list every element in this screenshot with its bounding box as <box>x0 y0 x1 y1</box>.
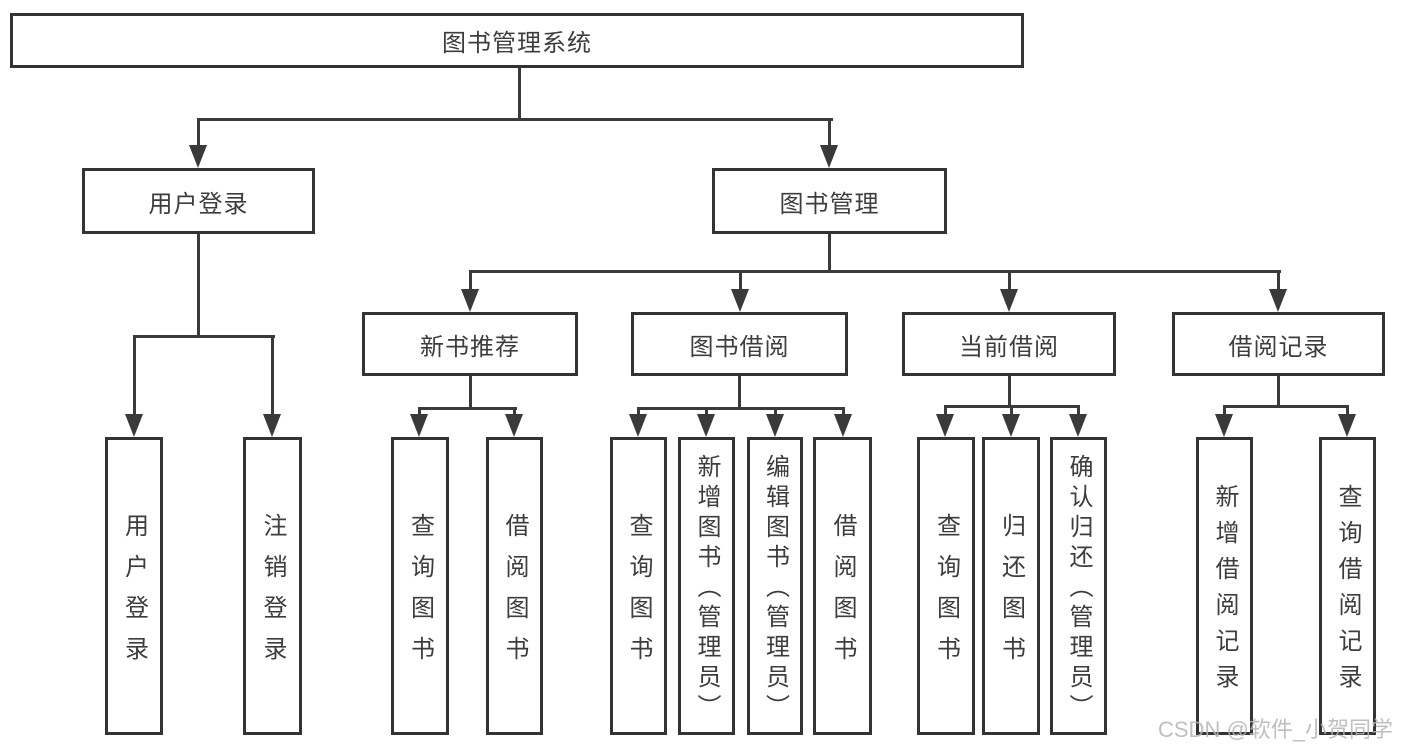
node-new-book-recommend: 新书推荐 <box>362 312 578 376</box>
node-label: 新书推荐 <box>420 333 520 361</box>
leaf-label: 查询图书 <box>625 512 652 677</box>
connector-line <box>944 405 947 419</box>
arrowhead-icon <box>263 414 281 437</box>
node-label: 当前借阅 <box>959 333 1059 361</box>
leaf-confirm-return-admin: 确认归还（管理员） <box>1050 437 1107 735</box>
leaf-edit-book-admin: 编辑图书（管理员） <box>747 437 803 735</box>
arrowhead-icon <box>1269 289 1287 312</box>
connector-line <box>1223 405 1349 408</box>
arrowhead-icon <box>766 414 784 437</box>
connector-line <box>469 270 472 291</box>
connector-line <box>705 407 708 419</box>
connector-line <box>739 270 742 291</box>
arrowhead-icon <box>1069 414 1087 437</box>
connector-line <box>1277 376 1280 408</box>
connector-line <box>469 270 1281 273</box>
connector-line <box>513 407 516 419</box>
leaf-label: 用户登录 <box>120 512 148 677</box>
leaf-label: 查询图书 <box>406 512 434 677</box>
connector-line <box>133 335 136 416</box>
leaf-label: 归还图书 <box>997 512 1025 677</box>
leaf-return-books: 归还图书 <box>982 437 1040 735</box>
leaf-query-books-current: 查询图书 <box>917 437 975 735</box>
arrowhead-icon <box>731 289 749 312</box>
leaf-label: 查询借阅记录 <box>1334 484 1361 700</box>
node-label: 图书借阅 <box>689 333 790 361</box>
node-label: 借阅记录 <box>1228 333 1329 361</box>
node-current-borrow: 当前借阅 <box>902 312 1116 376</box>
leaf-borrow-books: 借阅图书 <box>813 437 872 735</box>
arrowhead-icon <box>936 414 954 437</box>
arrowhead-icon <box>410 414 428 437</box>
arrowhead-icon <box>505 414 523 437</box>
node-label: 图书管理 <box>779 190 880 218</box>
arrowhead-icon <box>820 145 838 168</box>
node-book-borrow: 图书借阅 <box>631 312 848 376</box>
connector-line <box>842 407 845 419</box>
connector-line <box>518 68 521 118</box>
leaf-label: 查询图书 <box>932 512 960 677</box>
connector-line <box>418 407 517 410</box>
connector-line <box>774 407 777 419</box>
connector-line <box>1223 405 1226 419</box>
node-root-label: 图书管理系统 <box>442 30 592 57</box>
arrowhead-icon <box>461 289 479 312</box>
connector-line <box>1008 376 1011 408</box>
leaf-add-book-admin: 新增图书（管理员） <box>678 437 735 735</box>
connector-line <box>637 407 845 410</box>
node-book-management: 图书管理 <box>712 168 947 234</box>
leaf-label: 编辑图书（管理员） <box>761 454 789 724</box>
node-user-login: 用户登录 <box>82 168 315 234</box>
watermark: CSDN @软件_小贺同学 <box>1158 717 1394 742</box>
connector-line <box>197 118 833 121</box>
arrowhead-icon <box>125 414 143 437</box>
connector-line <box>1010 405 1013 419</box>
arrowhead-icon <box>697 414 715 437</box>
connector-line <box>738 376 741 410</box>
leaf-label: 注销登录 <box>259 512 286 677</box>
connector-line <box>1346 405 1349 419</box>
leaf-label: 新增借阅记录 <box>1211 484 1238 700</box>
connector-line <box>828 234 831 273</box>
arrowhead-icon <box>1000 289 1018 312</box>
leaf-query-books-recommend: 查询图书 <box>391 437 449 735</box>
connector-line <box>1077 405 1080 419</box>
arrowhead-icon <box>1215 414 1233 437</box>
connector-line <box>418 407 421 419</box>
connector-line <box>1008 270 1011 291</box>
leaf-logout: 注销登录 <box>243 437 302 735</box>
leaf-user-login: 用户登录 <box>105 437 163 735</box>
connector-line <box>1277 270 1280 291</box>
connector-line <box>197 118 200 147</box>
connector-line <box>828 118 831 147</box>
leaf-add-borrow-record: 新增借阅记录 <box>1196 437 1253 735</box>
leaf-query-books-borrow: 查询图书 <box>610 437 667 735</box>
leaf-borrow-books-recommend: 借阅图书 <box>486 437 543 735</box>
node-borrow-records: 借阅记录 <box>1172 312 1385 376</box>
leaf-label: 借阅图书 <box>829 512 856 677</box>
leaf-label: 新增图书（管理员） <box>693 454 720 724</box>
node-label: 用户登录 <box>148 190 249 218</box>
arrowhead-icon <box>189 145 207 168</box>
leaf-label: 借阅图书 <box>501 512 528 677</box>
connector-line <box>133 335 275 338</box>
connector-line <box>197 234 200 337</box>
connector-line <box>637 407 640 419</box>
connector-line <box>271 335 274 416</box>
leaf-label: 确认归还（管理员） <box>1065 454 1092 724</box>
arrowhead-icon <box>834 414 852 437</box>
leaf-query-borrow-record: 查询借阅记录 <box>1319 437 1376 735</box>
arrowhead-icon <box>1338 414 1356 437</box>
arrowhead-icon <box>1002 414 1020 437</box>
arrowhead-icon <box>629 414 647 437</box>
connector-line <box>469 376 472 410</box>
node-root: 图书管理系统 <box>10 13 1024 68</box>
